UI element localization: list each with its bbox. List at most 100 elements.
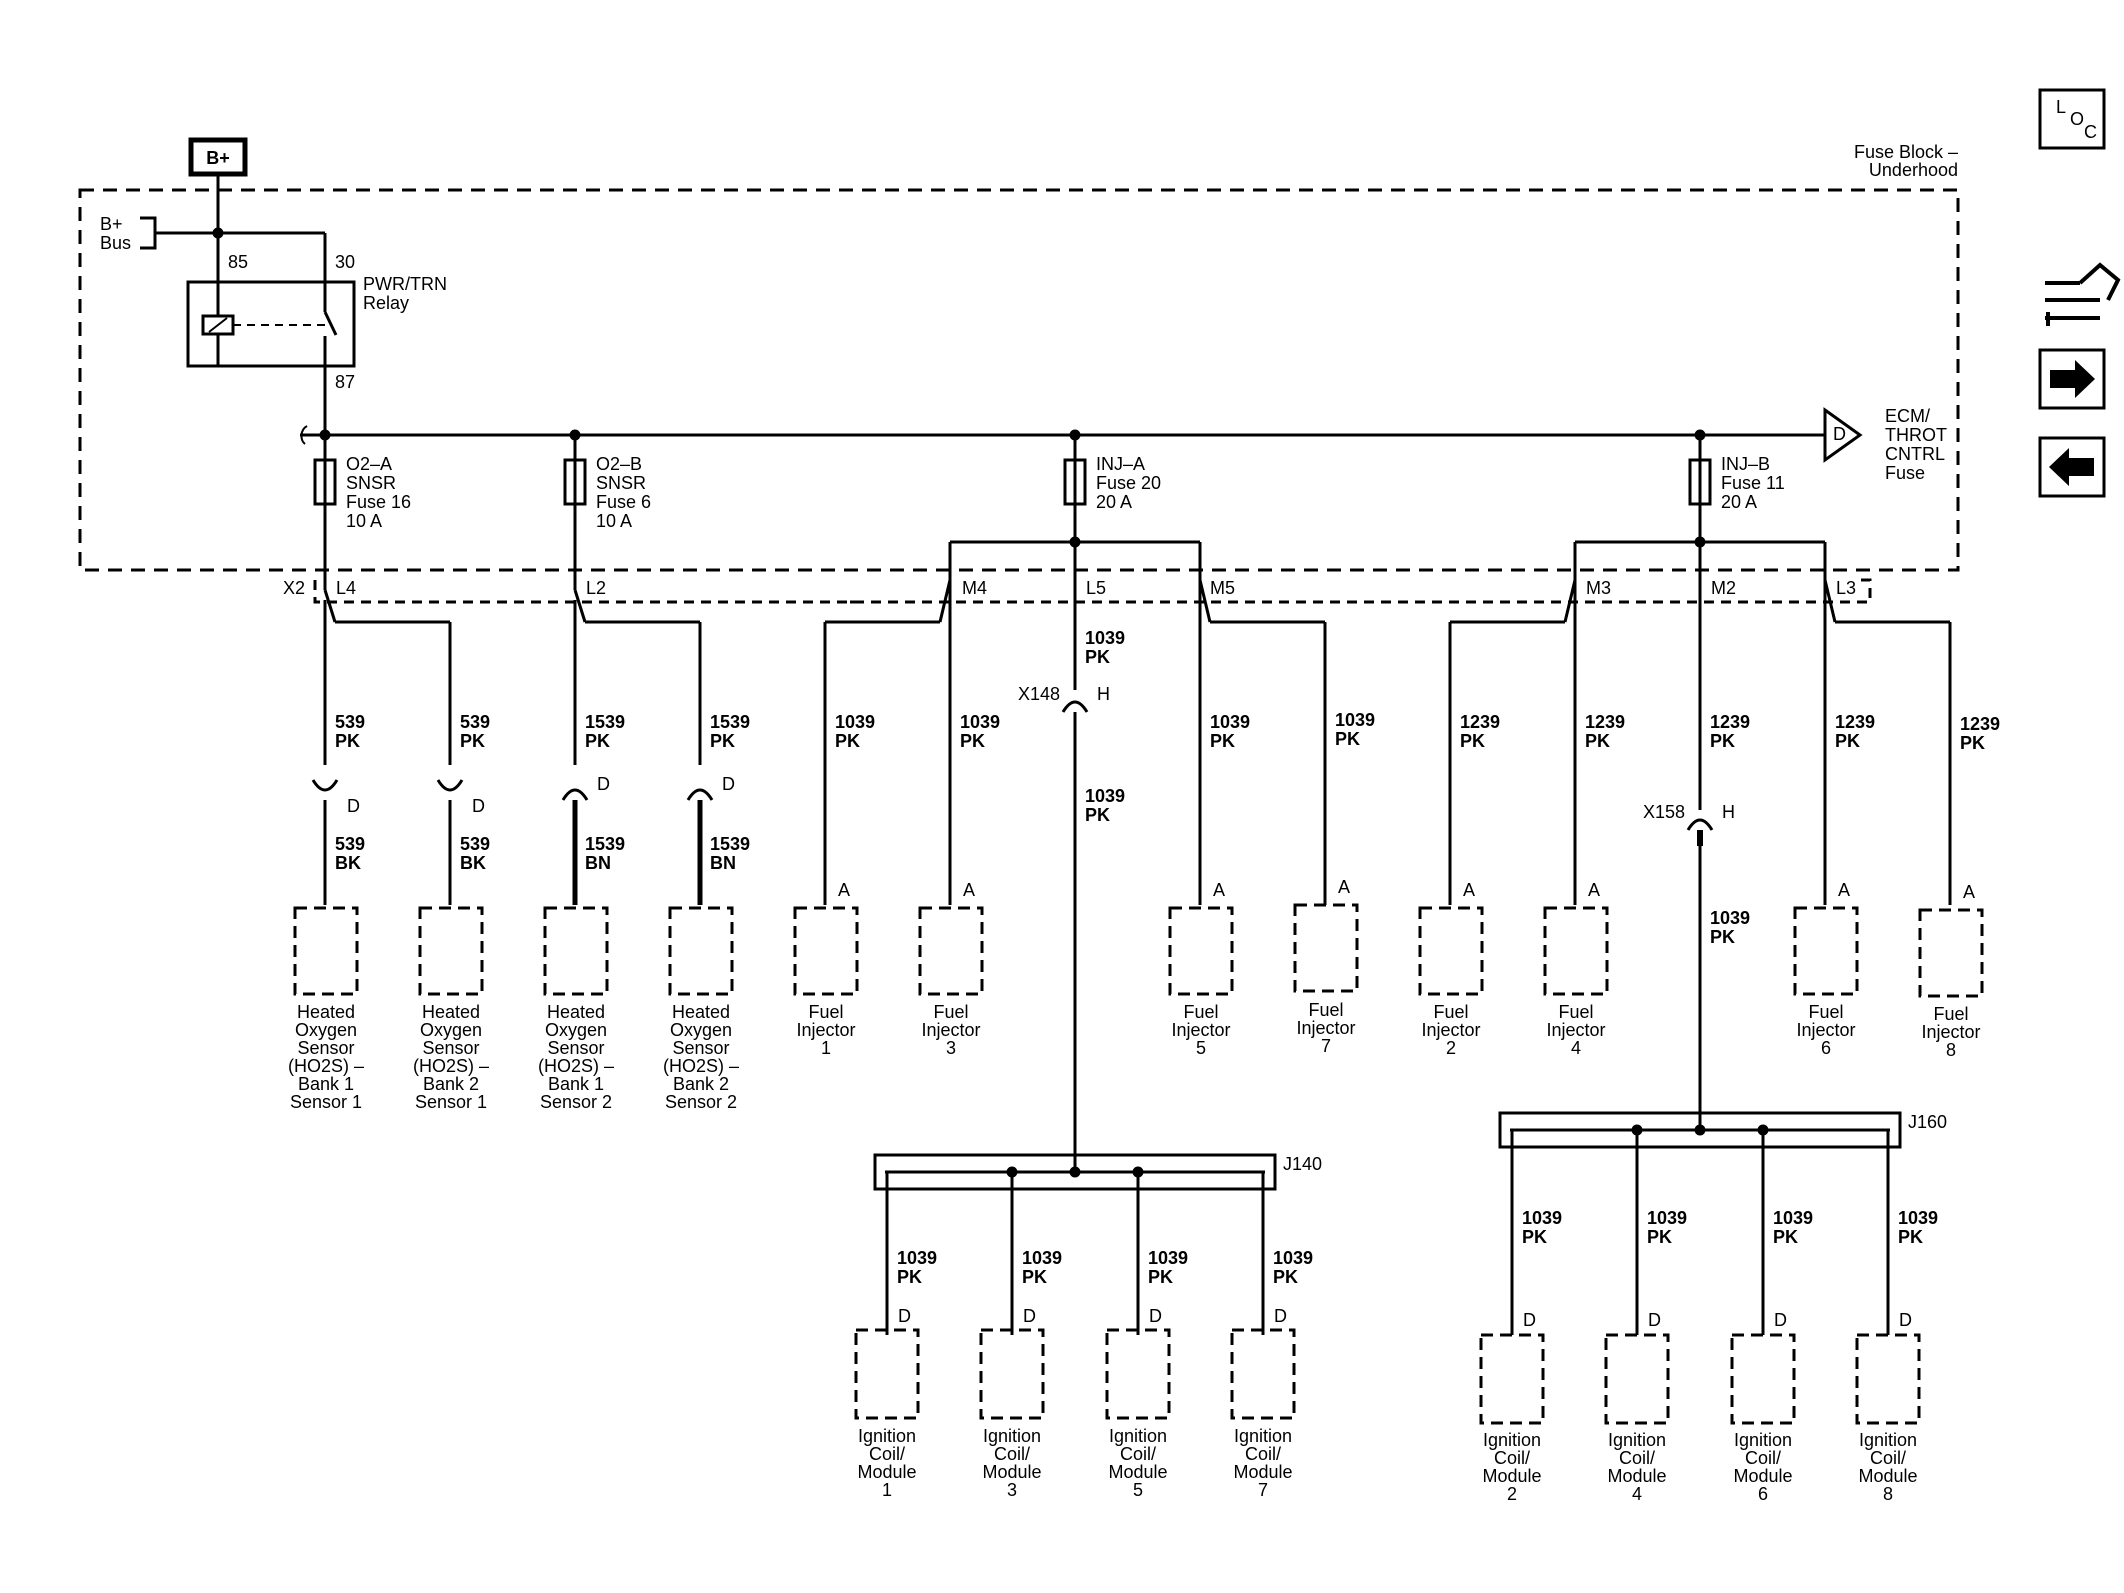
svg-text:D: D xyxy=(1149,1306,1162,1326)
ignition-coil-8 xyxy=(1855,1333,1921,1425)
ho2s-b1s2 xyxy=(543,906,609,996)
svg-text:Module: Module xyxy=(857,1462,916,1482)
svg-text:Coil/: Coil/ xyxy=(869,1444,905,1464)
svg-text:Heated: Heated xyxy=(547,1002,605,1022)
pin-m3: M3 xyxy=(1586,578,1611,598)
bus-bracket xyxy=(140,216,157,250)
svg-text:1239: 1239 xyxy=(1460,712,1500,732)
svg-text:1039: 1039 xyxy=(960,712,1000,732)
svg-text:D: D xyxy=(722,774,735,794)
svg-text:O2–A: O2–A xyxy=(346,454,392,474)
svg-text:1039: 1039 xyxy=(1148,1248,1188,1268)
svg-text:1039: 1039 xyxy=(1273,1248,1313,1268)
ignition-coil-7 xyxy=(1230,1328,1296,1420)
ho2s-b2s1 xyxy=(418,906,484,996)
fuel-injector-4 xyxy=(1543,906,1609,996)
fuel-injector-8 xyxy=(1918,908,1984,998)
svg-text:A: A xyxy=(963,880,975,900)
svg-text:SNSR: SNSR xyxy=(596,473,646,493)
svg-text:Bus: Bus xyxy=(100,233,131,253)
svg-text:Ignition: Ignition xyxy=(1859,1430,1917,1450)
svg-text:Ignition: Ignition xyxy=(1608,1430,1666,1450)
svg-text:PK: PK xyxy=(1273,1267,1298,1287)
svg-text:Oxygen: Oxygen xyxy=(295,1020,357,1040)
pin-l4: L4 xyxy=(336,578,356,598)
svg-text:20 A: 20 A xyxy=(1096,492,1132,512)
svg-text:Module: Module xyxy=(1733,1466,1792,1486)
b-plus-label: B+ xyxy=(206,148,230,168)
svg-text:PK: PK xyxy=(1022,1267,1047,1287)
svg-text:Coil/: Coil/ xyxy=(1870,1448,1906,1468)
x158-pin: H xyxy=(1722,802,1735,822)
svg-text:Module: Module xyxy=(1607,1466,1666,1486)
connector-tool-icon[interactable] xyxy=(2045,262,2121,326)
fuse-6-label: O2–B SNSR Fuse 6 10 A xyxy=(596,454,651,531)
svg-text:PK: PK xyxy=(1898,1227,1923,1247)
back-button[interactable] xyxy=(2038,436,2106,498)
svg-text:Module: Module xyxy=(1482,1466,1541,1486)
arrow-left-icon xyxy=(2049,448,2094,486)
svg-text:5: 5 xyxy=(1196,1038,1206,1058)
svg-text:1039: 1039 xyxy=(1773,1208,1813,1228)
x158-label: X158 xyxy=(1643,802,1685,822)
ignition-coil-4 xyxy=(1604,1333,1670,1425)
ignition-coil-6 xyxy=(1730,1333,1796,1425)
svg-text:2: 2 xyxy=(1507,1484,1517,1504)
svg-text:PK: PK xyxy=(460,731,485,751)
svg-text:Fuel: Fuel xyxy=(1933,1004,1968,1024)
svg-text:1039: 1039 xyxy=(835,712,875,732)
svg-text:1: 1 xyxy=(882,1480,892,1500)
svg-text:1239: 1239 xyxy=(1960,714,2000,734)
loc-letter-c: C xyxy=(2084,122,2097,142)
svg-text:PK: PK xyxy=(1710,731,1735,751)
svg-text:10 A: 10 A xyxy=(346,511,382,531)
svg-text:1039: 1039 xyxy=(1647,1208,1687,1228)
svg-text:Coil/: Coil/ xyxy=(1745,1448,1781,1468)
loc-letter-o: O xyxy=(2070,109,2084,129)
svg-text:Sensor: Sensor xyxy=(297,1038,354,1058)
svg-text:(HO2S) –: (HO2S) – xyxy=(413,1056,489,1076)
svg-text:(HO2S) –: (HO2S) – xyxy=(538,1056,614,1076)
svg-text:1039: 1039 xyxy=(1335,710,1375,730)
svg-text:Sensor 2: Sensor 2 xyxy=(540,1092,612,1112)
svg-text:8: 8 xyxy=(1946,1040,1956,1060)
relay-pin-87: 87 xyxy=(335,372,355,392)
svg-text:1039: 1039 xyxy=(1210,712,1250,732)
svg-text:4: 4 xyxy=(1571,1038,1581,1058)
connector-letters: D D D D A A A A A A A A D D D D D D D D xyxy=(347,774,1975,1330)
forward-button[interactable] xyxy=(2038,348,2106,410)
svg-text:1239: 1239 xyxy=(1710,712,1750,732)
svg-text:1: 1 xyxy=(821,1038,831,1058)
pin-m5: M5 xyxy=(1210,578,1235,598)
ignition-coil-3 xyxy=(979,1328,1045,1420)
svg-text:7: 7 xyxy=(1258,1480,1268,1500)
svg-text:Ignition: Ignition xyxy=(1234,1426,1292,1446)
svg-text:PK: PK xyxy=(335,731,360,751)
svg-text:D: D xyxy=(1274,1306,1287,1326)
svg-text:PK: PK xyxy=(897,1267,922,1287)
ignition-coil-2 xyxy=(1479,1333,1545,1425)
ecm-fuse-arrow xyxy=(1823,407,1863,463)
svg-text:20 A: 20 A xyxy=(1721,492,1757,512)
ecm-fuse-connector: D xyxy=(1833,424,1846,444)
svg-text:D: D xyxy=(1774,1310,1787,1330)
svg-text:4: 4 xyxy=(1632,1484,1642,1504)
svg-text:PK: PK xyxy=(960,731,985,751)
svg-text:539: 539 xyxy=(335,712,365,732)
svg-text:Heated: Heated xyxy=(297,1002,355,1022)
svg-text:PK: PK xyxy=(835,731,860,751)
svg-text:Injector: Injector xyxy=(921,1020,980,1040)
svg-text:Fuel: Fuel xyxy=(1308,1000,1343,1020)
ignition-coil-5 xyxy=(1105,1328,1171,1420)
svg-text:Fuse 20: Fuse 20 xyxy=(1096,473,1161,493)
svg-text:D: D xyxy=(1523,1310,1536,1330)
loc-letter-l: L xyxy=(2056,97,2066,117)
svg-text:PK: PK xyxy=(1522,1227,1547,1247)
location-button[interactable]: L O C xyxy=(2038,88,2106,150)
svg-text:Fuel: Fuel xyxy=(1558,1002,1593,1022)
svg-text:Injector: Injector xyxy=(1921,1022,1980,1042)
fuel-injector-5 xyxy=(1168,906,1234,996)
svg-text:PK: PK xyxy=(710,731,735,751)
svg-text:1539: 1539 xyxy=(710,712,750,732)
